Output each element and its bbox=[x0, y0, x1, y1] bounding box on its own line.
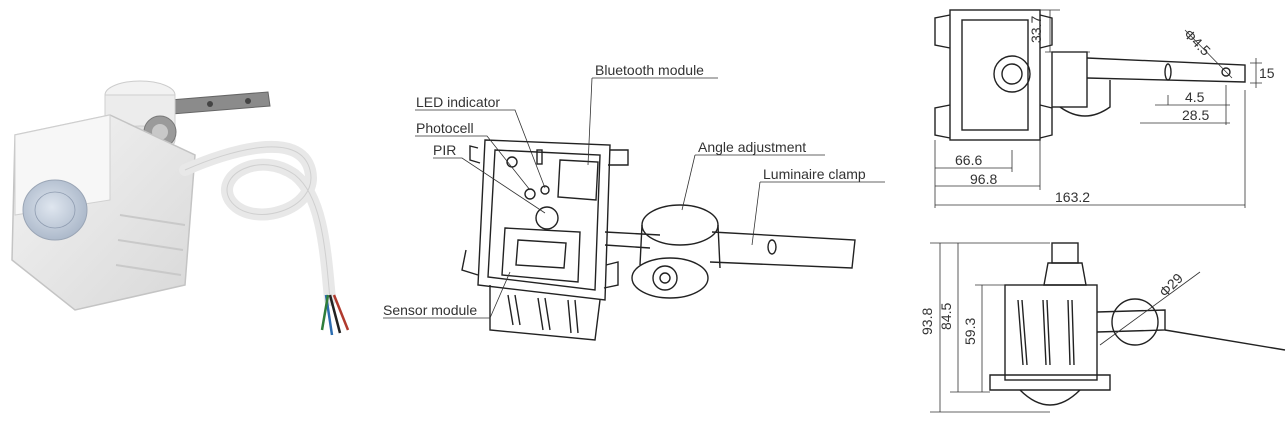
callout-bluetooth-module: Bluetooth module bbox=[595, 62, 704, 78]
dim-phi-29: Φ29 bbox=[1156, 270, 1186, 300]
callout-led-indicator: LED indicator bbox=[416, 94, 500, 110]
dim-15: 15 bbox=[1259, 65, 1275, 81]
dim-28-5: 28.5 bbox=[1182, 107, 1209, 123]
dim-93-8: 93.8 bbox=[919, 308, 935, 335]
dim-96-8: 96.8 bbox=[970, 171, 997, 187]
callout-sensor-module: Sensor module bbox=[383, 302, 477, 318]
dim-4-5: 4.5 bbox=[1185, 89, 1205, 105]
dim-33-7: 33.7 bbox=[1028, 16, 1044, 43]
callout-angle-adjustment: Angle adjustment bbox=[698, 139, 806, 155]
product-photo bbox=[11, 80, 350, 336]
dim-phi-4-5: Φ4.5 bbox=[1181, 26, 1214, 59]
top-view-drawing bbox=[934, 9, 1262, 208]
exploded-drawing bbox=[461, 139, 856, 341]
callout-pir: PIR bbox=[433, 142, 456, 158]
dim-59-3: 59.3 bbox=[962, 318, 978, 345]
side-view-drawing bbox=[930, 242, 1286, 413]
callout-luminaire-clamp: Luminaire clamp bbox=[763, 166, 866, 182]
dim-84-5: 84.5 bbox=[938, 303, 954, 330]
callout-leaders bbox=[383, 77, 885, 319]
dim-163-2: 163.2 bbox=[1055, 189, 1090, 205]
callout-photocell: Photocell bbox=[416, 120, 474, 136]
dim-66-6: 66.6 bbox=[955, 152, 982, 168]
